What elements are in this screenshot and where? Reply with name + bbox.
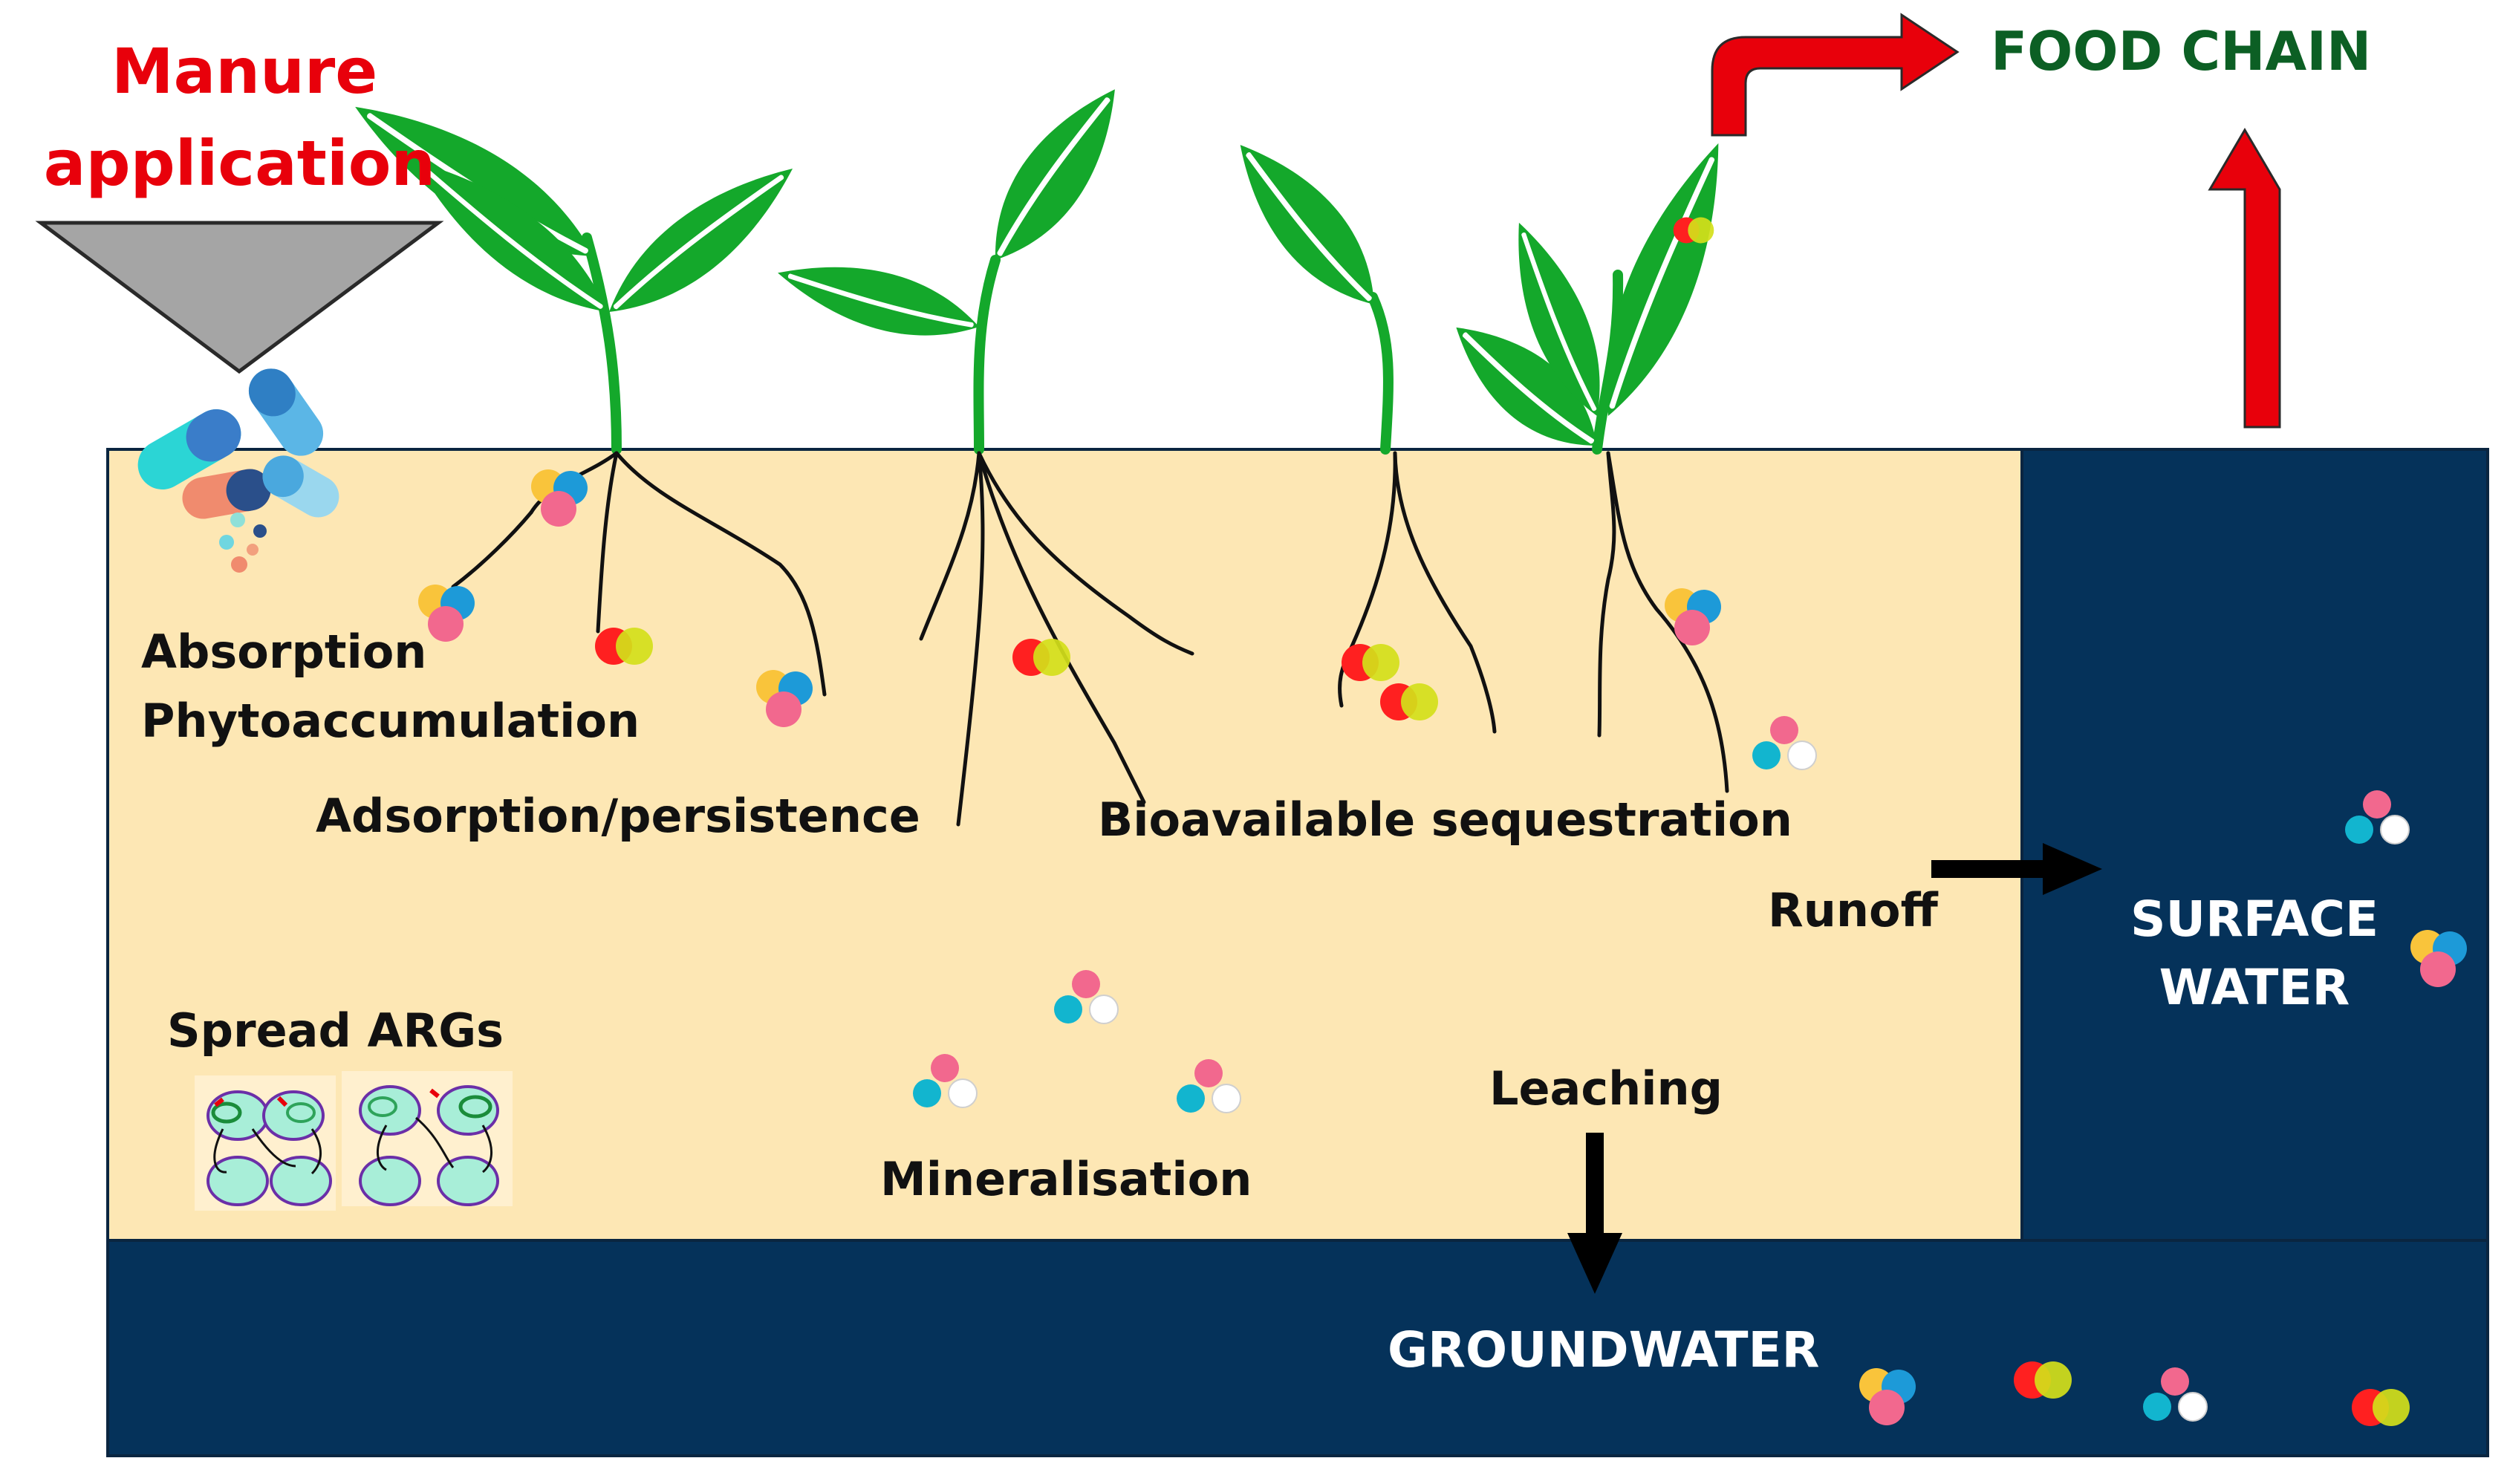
plant-2: [770, 71, 1141, 455]
particle-pair: [1012, 639, 1070, 676]
particle-pair: [595, 628, 653, 665]
leaching-arrow: [1567, 1133, 1622, 1294]
manure-title-line1: Manure: [111, 35, 378, 108]
runoff-label: Runoff: [1768, 883, 1938, 937]
particle-pair: [2352, 1389, 2410, 1426]
pills-icon: [137, 368, 339, 573]
particle-pair: [1380, 683, 1438, 720]
food-chain-label: FOOD CHAIN: [1991, 20, 2372, 82]
plant-4: [1436, 131, 1749, 471]
mineralisation-label: Mineralisation: [880, 1152, 1252, 1206]
manure-funnel: [35, 221, 444, 374]
phytoaccumulation-label: Phytoaccumulation: [141, 694, 640, 748]
surface-water-label-line2: WATER: [2159, 959, 2350, 1016]
plant-3: [1216, 124, 1399, 455]
food-chain-bent-arrow: [1711, 13, 1960, 137]
particle-pair: [1673, 217, 1714, 244]
arg-cells-icon: [195, 1071, 513, 1211]
particle-pair: [2014, 1361, 2072, 1399]
surface-water-label-line1: SURFACE: [2130, 891, 2379, 948]
food-chain-up-arrow: [2208, 128, 2281, 429]
adsorption-persistence-label: Adsorption/persistence: [316, 789, 920, 843]
leaching-label: Leaching: [1489, 1061, 1723, 1116]
absorption-label: Absorption: [141, 625, 427, 679]
groundwater-label: GROUNDWATER: [1388, 1321, 1820, 1379]
bioavailable-sequestration-label: Bioavailable sequestration: [1098, 793, 1792, 847]
manure-title-line2: application: [43, 127, 436, 200]
particle-pair: [1342, 644, 1399, 681]
surface-water-block: [2020, 448, 2489, 1242]
groundwater-block: [106, 1239, 2489, 1457]
spread-args-label: Spread ARGs: [167, 1003, 504, 1058]
plant-roots: [451, 451, 1729, 827]
plant-1: [337, 79, 810, 455]
runoff-arrow: [1931, 843, 2102, 895]
